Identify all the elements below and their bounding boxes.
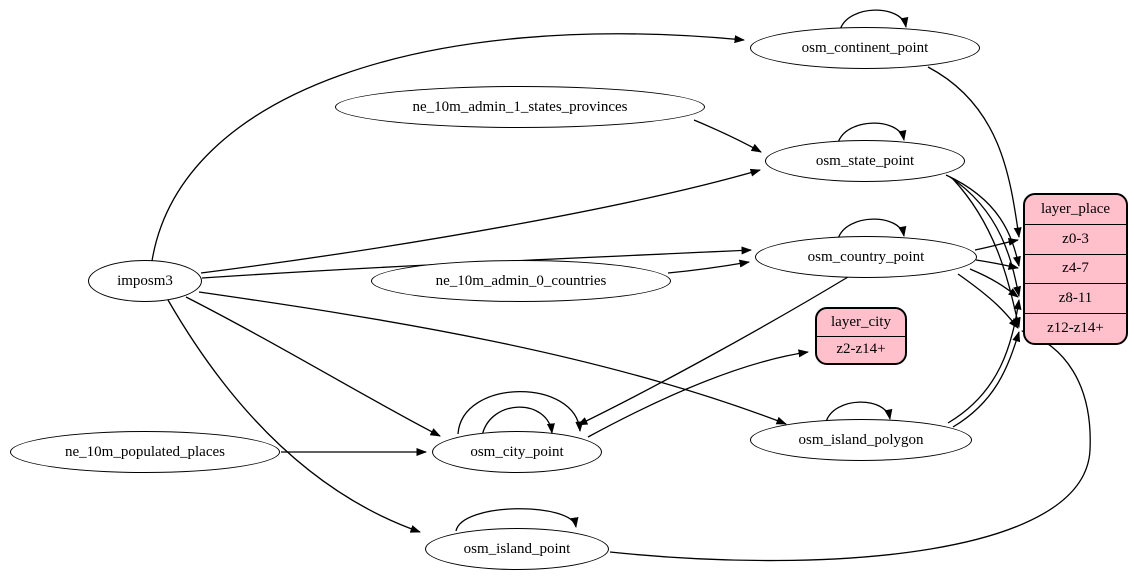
edge-osm_country_point-layer_place-z8-11 bbox=[969, 268, 1019, 298]
node-ne_10m_admin_0_countries: ne_10m_admin_0_countries bbox=[371, 260, 671, 302]
selfloop-osm_country_point bbox=[837, 218, 907, 240]
edge-osm_country_point-osm_city_point bbox=[577, 276, 849, 426]
layer_city-row-z2-z14: z2-z14+ bbox=[817, 335, 905, 364]
edge-osm_city_point-layer_city-z2-z14 bbox=[587, 349, 809, 438]
node-osm_country_point: osm_country_point bbox=[755, 236, 977, 278]
edge-osm_continent_point-layer_place-z0-3 bbox=[927, 66, 1022, 238]
layer_place-title: layer_place bbox=[1040, 200, 1111, 217]
node-osm_city_point: osm_city_point bbox=[432, 431, 602, 473]
layer_place-row-z0-3: z0-3 bbox=[1025, 223, 1126, 254]
node-ne_10m_admin_1_states_provinces: ne_10m_admin_1_states_provinces bbox=[335, 86, 705, 128]
selfloop-osm_island_point bbox=[455, 508, 579, 532]
node-osm_continent_point: osm_continent_point bbox=[750, 27, 980, 69]
layer_place-row-z8-11: z8-11 bbox=[1025, 283, 1126, 313]
edge-imposm3-osm_continent_point bbox=[151, 33, 745, 262]
node-layer_place: layer_place z0-3 z4-7 z8-11 z12-z14+ bbox=[1023, 193, 1128, 345]
layer_place-row-z4-7: z4-7 bbox=[1025, 253, 1126, 284]
edge-imposm3-osm_island_polygon bbox=[198, 291, 787, 425]
edge-osm_island_polygon-layer_place-z8-11 bbox=[947, 299, 1022, 424]
edge-imposm3-osm_island_point bbox=[167, 299, 421, 533]
node-osm_island_point: osm_island_point bbox=[425, 528, 609, 570]
edge-osm_state_point-layer_place-z4-7 bbox=[945, 174, 1021, 267]
selfloop-osm_state_point bbox=[837, 122, 907, 144]
selfloop-osm_city_point-inner bbox=[481, 406, 555, 437]
edge-osm_country_point-layer_place-z0-3 bbox=[974, 237, 1019, 251]
edge-imposm3-osm_state_point bbox=[200, 168, 761, 274]
edge-osm_country_point-layer_place-z12-z14 bbox=[957, 273, 1019, 329]
edge-ne_10m_admin_0_countries-osm_country_point bbox=[667, 259, 750, 274]
edge-osm_state_point-layer_place-z8-11 bbox=[949, 176, 1022, 297]
edge-osm_country_point-layer_place-z4-7 bbox=[975, 259, 1019, 270]
node-layer_city: layer_city z2-z14+ bbox=[815, 307, 907, 365]
edge-osm_island_point-layer_place-z12-z14 bbox=[609, 330, 1091, 562]
selfloop-osm_island_polygon bbox=[825, 401, 893, 423]
edge-osm_island_polygon-layer_place-z12-z14 bbox=[952, 331, 1021, 428]
edge-imposm3-osm_city_point bbox=[185, 296, 441, 437]
edge-osm_state_point-layer_place-z12-z14 bbox=[952, 178, 1021, 328]
edge-ne_10m_admin_1_states_provinces-osm_state_point bbox=[693, 119, 762, 153]
node-imposm3: imposm3 bbox=[88, 260, 202, 302]
layer_city-title: layer_city bbox=[831, 313, 891, 330]
selfloop-osm_city_point-outer bbox=[457, 391, 584, 435]
node-osm_state_point: osm_state_point bbox=[765, 140, 965, 182]
node-ne_10m_populated_places: ne_10m_populated_places bbox=[10, 431, 280, 473]
node-osm_island_polygon: osm_island_polygon bbox=[750, 419, 972, 461]
selfloop-osm_continent_point bbox=[839, 9, 909, 31]
layer_place-row-z12-z14: z12-z14+ bbox=[1025, 313, 1126, 343]
